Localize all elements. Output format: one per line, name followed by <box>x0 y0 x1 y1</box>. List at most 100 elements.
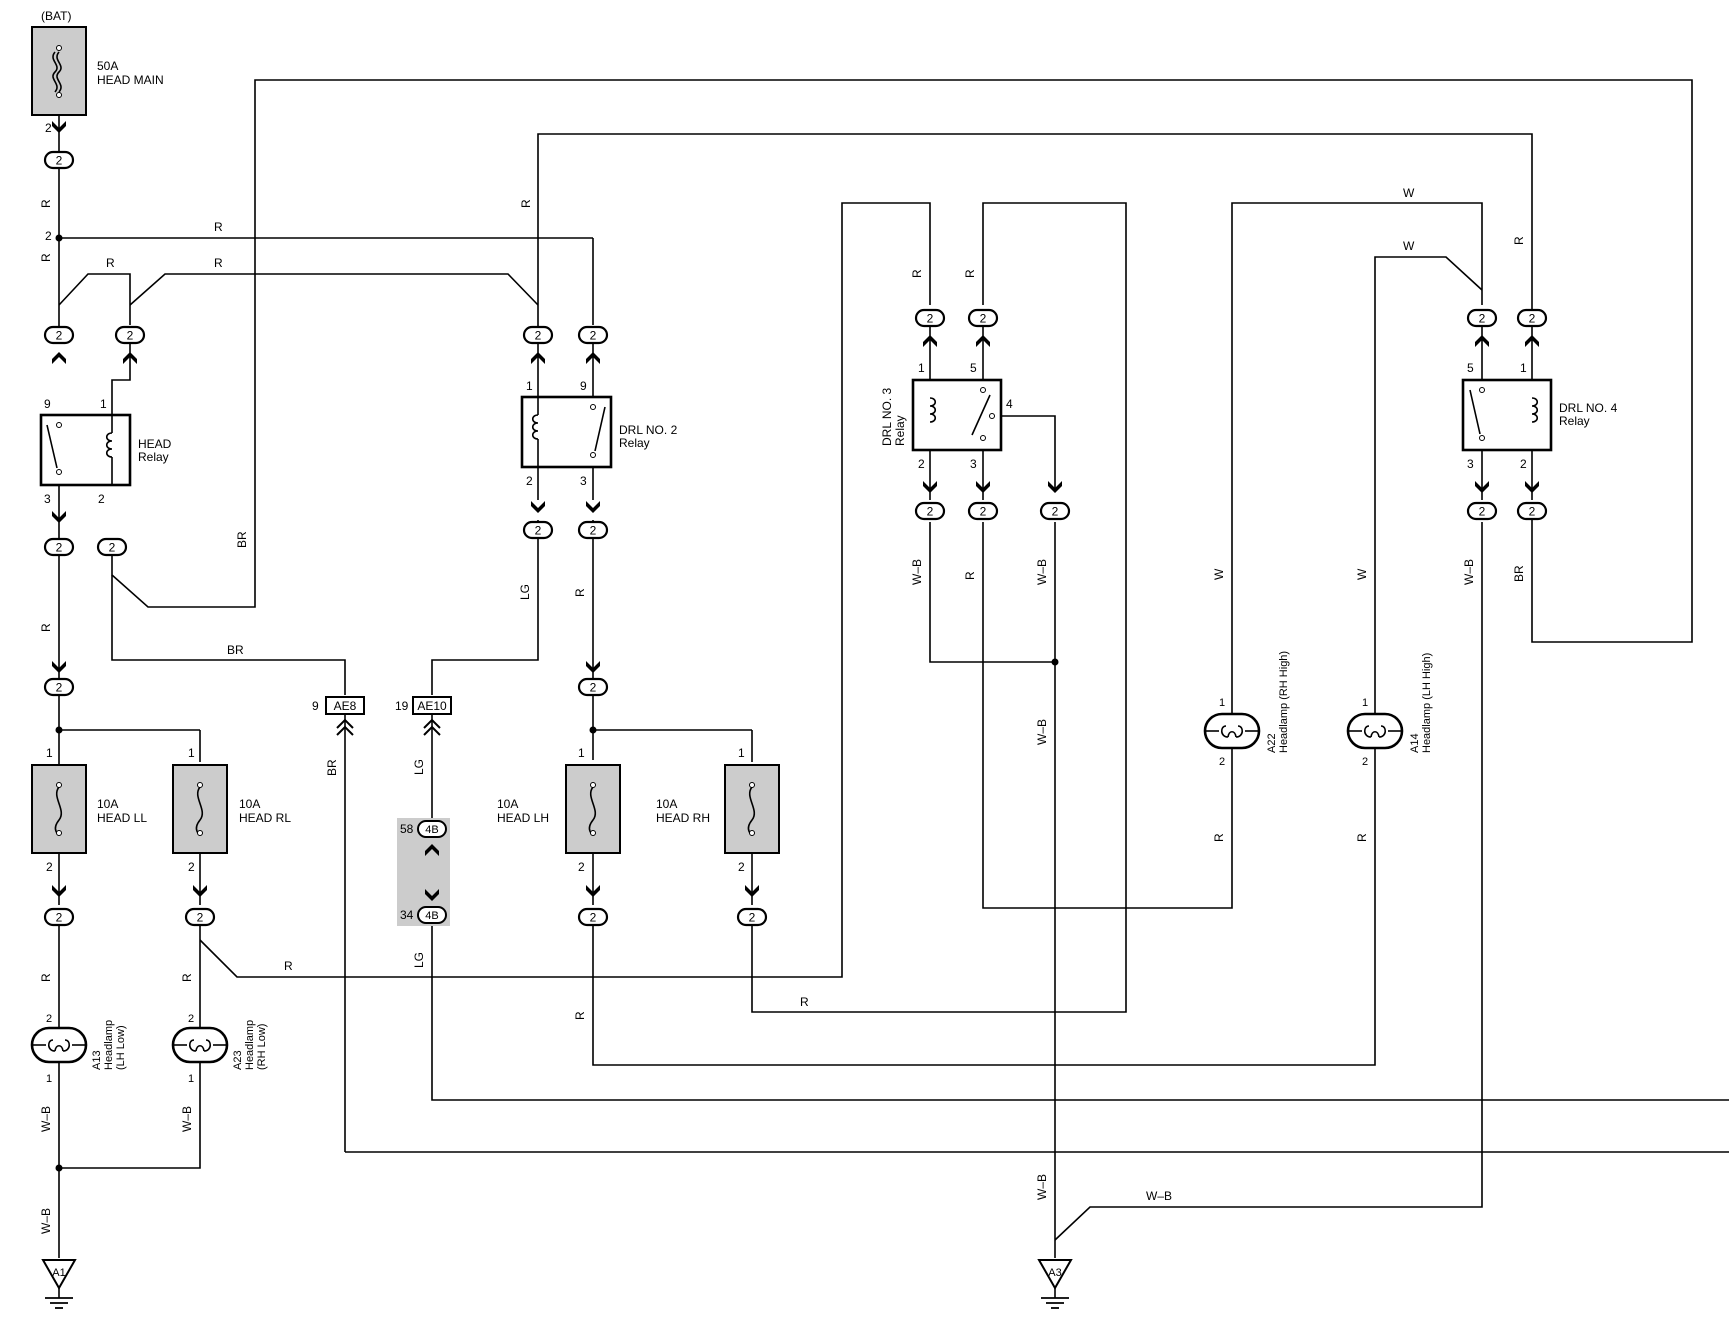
svg-text:Headlamp: Headlamp <box>244 1020 256 1070</box>
svg-text:2: 2 <box>526 474 533 488</box>
svg-text:R: R <box>214 220 223 234</box>
svg-text:BR: BR <box>1512 565 1526 582</box>
svg-text:50A: 50A <box>97 59 118 73</box>
svg-text:Headlamp (RH High): Headlamp (RH High) <box>1278 651 1290 753</box>
svg-text:A22: A22 <box>1266 733 1278 753</box>
headlamp-a23: 2 1 A23 Headlamp (RH Low) <box>171 1013 268 1085</box>
svg-text:W–B: W–B <box>910 559 924 585</box>
svg-text:1: 1 <box>1362 697 1368 709</box>
svg-text:34: 34 <box>400 908 414 922</box>
svg-text:Relay: Relay <box>893 415 907 446</box>
svg-text:1: 1 <box>578 746 585 760</box>
svg-text:A23: A23 <box>232 1050 244 1070</box>
svg-text:AE10: AE10 <box>417 699 447 713</box>
svg-text:A3: A3 <box>1048 1267 1061 1279</box>
svg-text:1: 1 <box>188 746 195 760</box>
junction-4b: 4B 4B 58 34 <box>397 818 450 926</box>
svg-text:LG: LG <box>518 584 532 600</box>
svg-text:Relay: Relay <box>619 436 650 450</box>
svg-text:A13: A13 <box>91 1050 103 1070</box>
svg-text:2: 2 <box>45 121 52 135</box>
svg-text:DRL NO. 4: DRL NO. 4 <box>1559 401 1618 415</box>
svg-text:Headlamp: Headlamp <box>103 1020 115 1070</box>
svg-text:W–B: W–B <box>1035 1174 1049 1200</box>
svg-text:W: W <box>1212 568 1226 580</box>
svg-text:R: R <box>910 269 924 278</box>
svg-text:10A: 10A <box>656 797 677 811</box>
svg-text:3: 3 <box>580 474 587 488</box>
svg-text:1: 1 <box>526 379 533 393</box>
junctions <box>55 234 1059 1172</box>
svg-text:R: R <box>180 973 194 982</box>
svg-text:10A: 10A <box>97 797 118 811</box>
svg-text:2: 2 <box>98 492 105 506</box>
svg-text:9: 9 <box>44 397 51 411</box>
svg-text:R: R <box>519 199 533 208</box>
drl3-relay: DRL NO. 3 Relay 1 5 4 2 3 <box>880 361 1013 471</box>
wire-color-labels: R R R R R R R R R R R R R R R R R R R BR… <box>39 186 1526 1234</box>
svg-text:2: 2 <box>578 860 585 874</box>
svg-text:A14: A14 <box>1409 733 1421 753</box>
svg-text:2: 2 <box>188 860 195 874</box>
svg-text:BR: BR <box>235 531 249 548</box>
ground-a3: A3 <box>1038 1259 1072 1309</box>
svg-text:R: R <box>1512 236 1526 245</box>
svg-text:R: R <box>39 973 53 982</box>
svg-text:9: 9 <box>580 379 587 393</box>
svg-text:HEAD MAIN: HEAD MAIN <box>97 73 164 87</box>
svg-text:R: R <box>106 256 115 270</box>
svg-text:1: 1 <box>738 746 745 760</box>
svg-text:4: 4 <box>1006 397 1013 411</box>
headlamp-a14: 1 2 A14 Headlamp (LH High) <box>1346 653 1433 768</box>
svg-text:1: 1 <box>46 746 53 760</box>
svg-text:2: 2 <box>1219 756 1225 768</box>
svg-text:Headlamp (LH High): Headlamp (LH High) <box>1421 653 1433 753</box>
svg-text:2: 2 <box>1362 756 1368 768</box>
connector-ae8: AE8 9 <box>312 696 365 736</box>
headlamp-a13: 2 1 A13 Headlamp (LH Low) <box>30 1013 127 1085</box>
svg-text:R: R <box>963 269 977 278</box>
svg-text:(LH Low): (LH Low) <box>115 1025 127 1070</box>
svg-text:R: R <box>573 1011 587 1020</box>
svg-text:R: R <box>39 253 53 262</box>
fuse-head-lh: 10A HEAD LH 1 2 <box>497 746 621 874</box>
svg-text:BR: BR <box>325 759 339 776</box>
svg-text:W–B: W–B <box>1035 719 1049 745</box>
drl2-relay: DRL NO. 2 Relay 1 9 2 3 <box>520 340 678 500</box>
head-relay: HEAD Relay 9 1 3 2 <box>39 340 172 506</box>
svg-text:W–B: W–B <box>1035 559 1049 585</box>
svg-text:58: 58 <box>400 822 414 836</box>
svg-text:HEAD LH: HEAD LH <box>497 811 549 825</box>
svg-text:1: 1 <box>46 1073 52 1085</box>
svg-text:R: R <box>1355 833 1369 842</box>
svg-text:W–B: W–B <box>180 1106 194 1132</box>
svg-text:A1: A1 <box>52 1267 65 1279</box>
svg-text:W–B: W–B <box>1462 559 1476 585</box>
svg-text:4B: 4B <box>425 824 438 836</box>
svg-text:DRL NO. 3: DRL NO. 3 <box>880 387 894 446</box>
fuse-head-rh: 10A HEAD RH 1 2 <box>656 746 780 874</box>
svg-text:3: 3 <box>970 457 977 471</box>
svg-text:1: 1 <box>100 397 107 411</box>
svg-text:1: 1 <box>918 361 925 375</box>
svg-text:(BAT): (BAT) <box>41 9 71 23</box>
ground-a1: A1 <box>42 1259 76 1309</box>
svg-text:3: 3 <box>1467 457 1474 471</box>
svg-text:W–B: W–B <box>39 1106 53 1132</box>
svg-text:W: W <box>1403 239 1415 253</box>
svg-text:2: 2 <box>45 229 52 243</box>
svg-text:3: 3 <box>44 492 51 506</box>
svg-text:1: 1 <box>188 1073 194 1085</box>
svg-text:Relay: Relay <box>1559 414 1590 428</box>
svg-text:W–B: W–B <box>39 1208 53 1234</box>
wires <box>58 79 1729 1258</box>
svg-text:19: 19 <box>395 699 409 713</box>
svg-text:2: 2 <box>918 457 925 471</box>
svg-text:R: R <box>39 199 53 208</box>
svg-text:R: R <box>39 623 53 632</box>
svg-text:HEAD: HEAD <box>138 437 172 451</box>
svg-text:10A: 10A <box>497 797 518 811</box>
connector-ae10: AE10 19 <box>395 696 452 736</box>
svg-text:2: 2 <box>46 860 53 874</box>
